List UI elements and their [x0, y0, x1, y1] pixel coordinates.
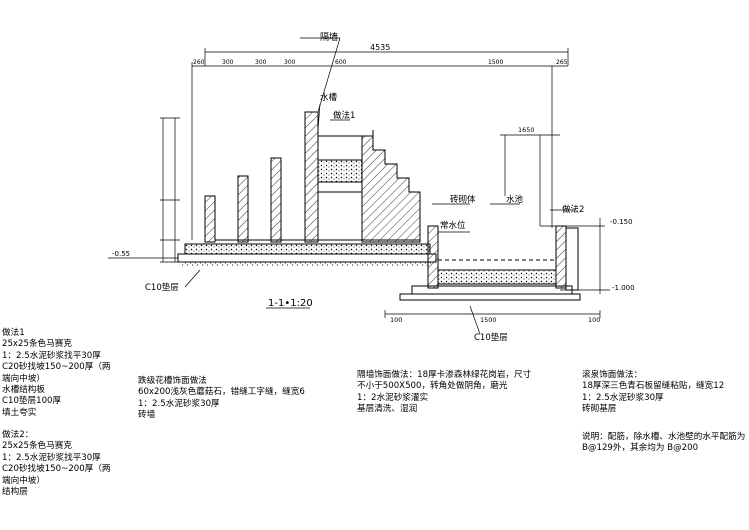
top-dim-1: 300: [222, 59, 234, 66]
note-remark-line: B@129外，其余均为 B@200: [582, 443, 699, 454]
note-planter-title: 跌级花槽饰面做法: [138, 376, 207, 386]
top-dim-0: 260: [193, 59, 205, 66]
note-method1-line: 水槽结构板: [2, 385, 45, 396]
section-title: 1-1•1:20: [268, 298, 313, 309]
bottom-dimensions: [384, 310, 601, 318]
note-method1-line: 1：2.5水泥砂浆找平30厚: [2, 350, 101, 361]
base-slab-left: [177, 243, 437, 266]
note-method1: 做法1 25x25条色马赛克 1：2.5水泥砂浆找平30厚 C20砂找坡150~…: [2, 328, 111, 419]
note-method1-line: C20砂找坡150~200厚（两: [2, 362, 111, 373]
note-waterfall: 滚泉饰面做法： 18厚深三色青石板留缝粘贴，缝宽12 1：2.5水泥砂浆30厚 …: [582, 370, 724, 416]
note-method2: 做法2： 25x25条色马赛克 1：2.5水泥砂浆找平30厚 C20砂找坡150…: [2, 430, 111, 498]
label-partition-wall: 隔墙: [320, 31, 338, 43]
note-method2-line: 1：2.5水泥砂浆找平30厚: [2, 452, 101, 463]
note-partition-line: 不小于500X500，转角处做阴角，磨光: [357, 381, 508, 392]
note-method1-line: 端向中坡）: [2, 373, 45, 384]
right-dimensions: [500, 66, 610, 294]
note-method1-line: C10垫层100厚: [2, 396, 62, 407]
note-planter-line: 1：2.5水泥砂浆30厚: [138, 398, 220, 409]
note-method2-line: C20砂找坡150~200厚（两: [2, 464, 111, 475]
top-dim-4: 600: [335, 59, 347, 66]
bottom-dim-1500: 1500: [480, 316, 497, 324]
note-partition-line: 1：2水泥砂浆灌实: [357, 392, 429, 403]
note-remark: 说明：配筋，除水槽、水池壁的水平配筋为 B@129外，其余均为 B@200: [582, 432, 745, 455]
note-waterfall-line: 砖砌基层: [582, 404, 617, 415]
note-partition-line: 隔墙饰面做法：18厚卡渗森林绿花岗岩，尺寸: [357, 370, 532, 380]
label-water-trough: 水槽: [320, 92, 338, 103]
label-normal-water-level: 常水位: [440, 220, 466, 231]
note-method2-line: 端向中坡）: [2, 475, 45, 486]
note-method2-line: 25x25条色马赛克: [2, 441, 72, 452]
top-dim-3: 300: [284, 59, 296, 66]
label-pool: 水池: [506, 194, 524, 205]
note-remark-line: 说明：配筋，除水槽、水池壁的水平配筋为: [582, 432, 746, 442]
note-waterfall-line: 18厚深三色青石板留缝粘贴，缝宽12: [582, 381, 725, 392]
elev-left: -0.55: [112, 250, 130, 258]
right-dim-1650: 1650: [518, 126, 535, 134]
leaders: [108, 37, 575, 335]
note-method2-title: 做法2：: [2, 430, 34, 440]
note-partition: 隔墙饰面做法：18厚卡渗森林绿花岗岩，尺寸 不小于500X500，转角处做阴角，…: [357, 370, 531, 416]
base-label-left: C10垫层: [145, 282, 179, 293]
note-planter-line: 60x200浅灰色蘑菇石，错缝工字缝，缝宽6: [138, 387, 305, 398]
label-method2: 做法2: [562, 204, 584, 215]
top-dimensions: [191, 48, 569, 240]
note-planter-line: 砖墙: [138, 410, 156, 421]
elev-right-top: -0.150: [610, 218, 633, 226]
note-waterfall-title: 滚泉饰面做法：: [582, 370, 643, 380]
note-method2-line: 结构层: [2, 487, 28, 498]
top-dim-6: 265: [556, 59, 568, 66]
base-label-right: C10垫层: [474, 332, 508, 343]
top-dim-2: 300: [255, 59, 267, 66]
note-partition-line: 基层清洗、湿润: [357, 404, 418, 415]
left-dimensions: [160, 117, 180, 263]
top-dim-5: 1500: [488, 59, 503, 66]
bottom-dim-right: 100: [588, 316, 600, 324]
label-brick-body: 砖砌体: [450, 194, 476, 205]
note-waterfall-line: 1：2.5水泥砂浆30厚: [582, 392, 664, 403]
note-method1-title: 做法1: [2, 328, 25, 338]
note-method1-line: 填土夸实: [2, 407, 37, 418]
note-planter: 跌级花槽饰面做法 60x200浅灰色蘑菇石，错缝工字缝，缝宽6 1：2.5水泥砂…: [138, 376, 305, 422]
bottom-dim-left: 100: [390, 316, 402, 324]
section-walls: [204, 111, 421, 243]
elev-right-bottom: -1.000: [612, 284, 635, 292]
note-method1-line: 25x25条色马赛克: [2, 339, 72, 350]
label-total-width: 4535: [370, 43, 390, 52]
label-method1: 做法1: [333, 110, 355, 121]
